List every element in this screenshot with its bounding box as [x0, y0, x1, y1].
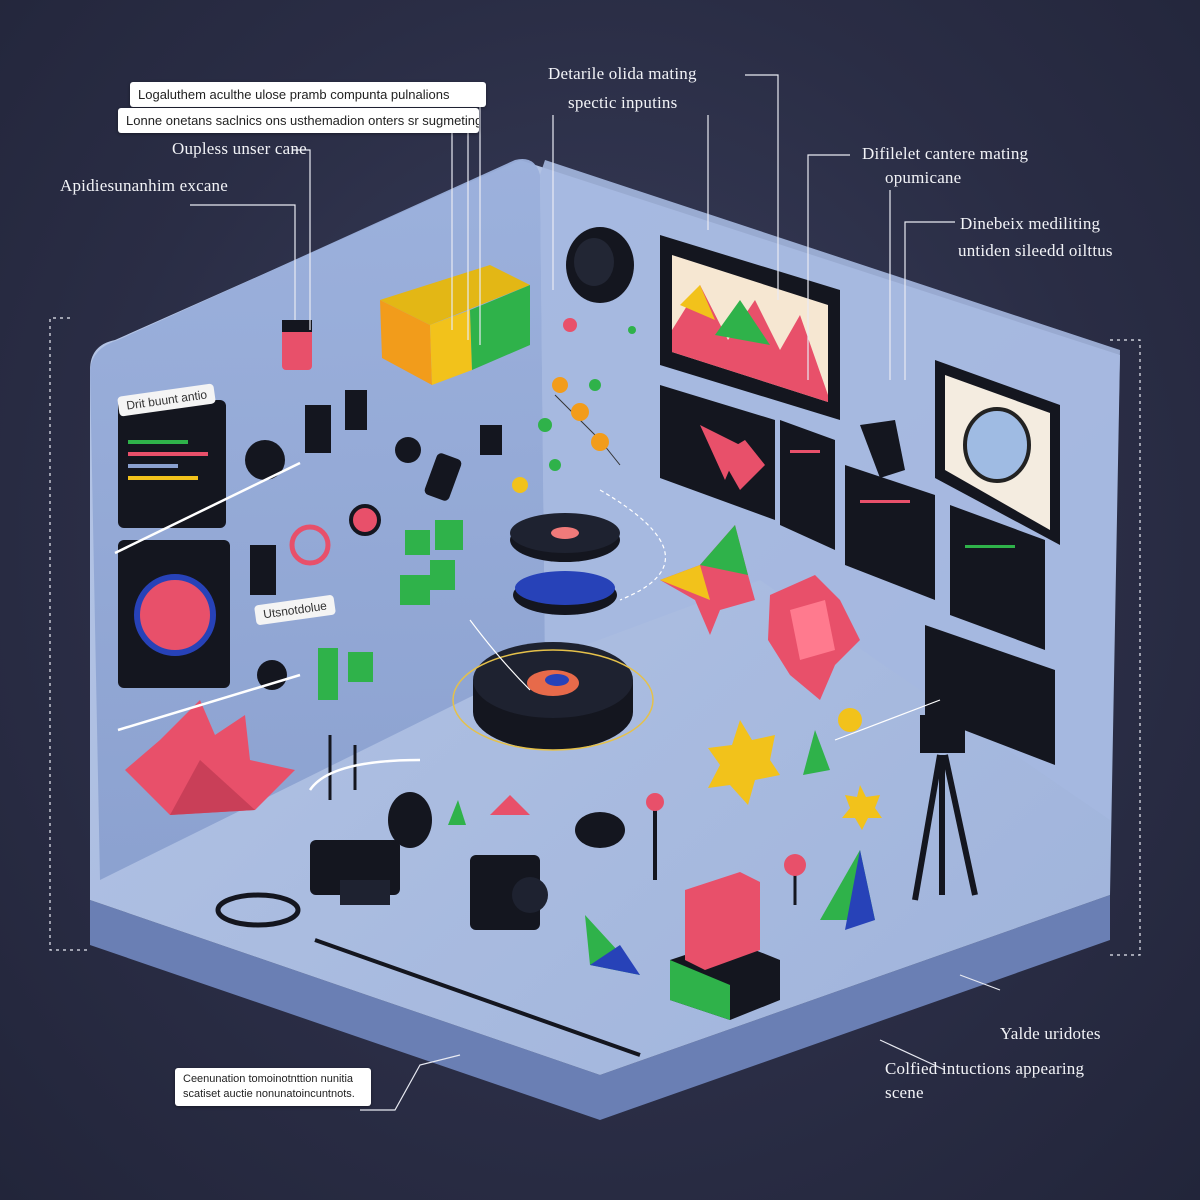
- bottom-right-callout-2: Colfied intuctions appearing: [885, 1059, 1085, 1078]
- right-callout-1b: opumicane: [885, 168, 962, 187]
- stands-and-pins: [314, 708, 862, 1057]
- yellow-star: [708, 720, 780, 805]
- bottom-cube-stack: [670, 872, 780, 1020]
- black-polyhedron: [720, 420, 905, 490]
- green-blocks: [318, 520, 463, 700]
- right-callout-2: Dinebeix mediliting: [960, 214, 1101, 233]
- bottom-right-callout-1: Yalde uridotes: [1000, 1024, 1101, 1043]
- pink-star-large: [768, 575, 860, 700]
- circle-frame: [935, 360, 1060, 545]
- right-callout-2b: untiden sileedd oilttus: [958, 241, 1113, 260]
- right-callout-1: Difilelet cantere mating: [862, 144, 1029, 163]
- mountain-chart-frame: [660, 235, 840, 420]
- molecule-spheres: [512, 318, 636, 493]
- left-callout-2: Apidiesunanhim excane: [60, 176, 229, 195]
- scene-arrows: [114, 461, 941, 791]
- camera-center: [470, 855, 548, 930]
- wall-puck: [566, 227, 634, 303]
- top-center-callout-2: spectic inputins: [568, 93, 678, 112]
- leader-lines: [49, 74, 1141, 1111]
- bottom-left-callout-box: Ceenunation tomoinotnttion nunitia scati…: [175, 1068, 371, 1106]
- left-wall-panels: [245, 320, 502, 595]
- multicolor-star: [660, 525, 755, 635]
- camera-left: [310, 792, 432, 905]
- left-callout-1: Oupless unser cane: [172, 139, 307, 158]
- pink-lotus: [125, 700, 295, 815]
- top-callout-box-2: Lonne onetans saclnics ons usthemadion o…: [118, 108, 479, 133]
- top-center-callout-1: Detarile olida mating: [548, 64, 697, 83]
- upper-turntable: [510, 513, 620, 615]
- pyramids: [448, 730, 875, 975]
- left-monitor-circle: [118, 540, 230, 688]
- yellow-star-small: [842, 785, 882, 830]
- lens-prop: [215, 660, 625, 928]
- main-turntable: [452, 642, 654, 751]
- bottom-right-callout-2b: scene: [885, 1083, 924, 1102]
- top-callout-box-1: Logaluthem aculthe ulose pramb compunta …: [130, 82, 486, 107]
- tripod-camera: [912, 715, 978, 901]
- yellow-green-cube: [380, 265, 530, 385]
- right-wall-screens: [660, 385, 1055, 765]
- left-monitor-code: [118, 400, 226, 528]
